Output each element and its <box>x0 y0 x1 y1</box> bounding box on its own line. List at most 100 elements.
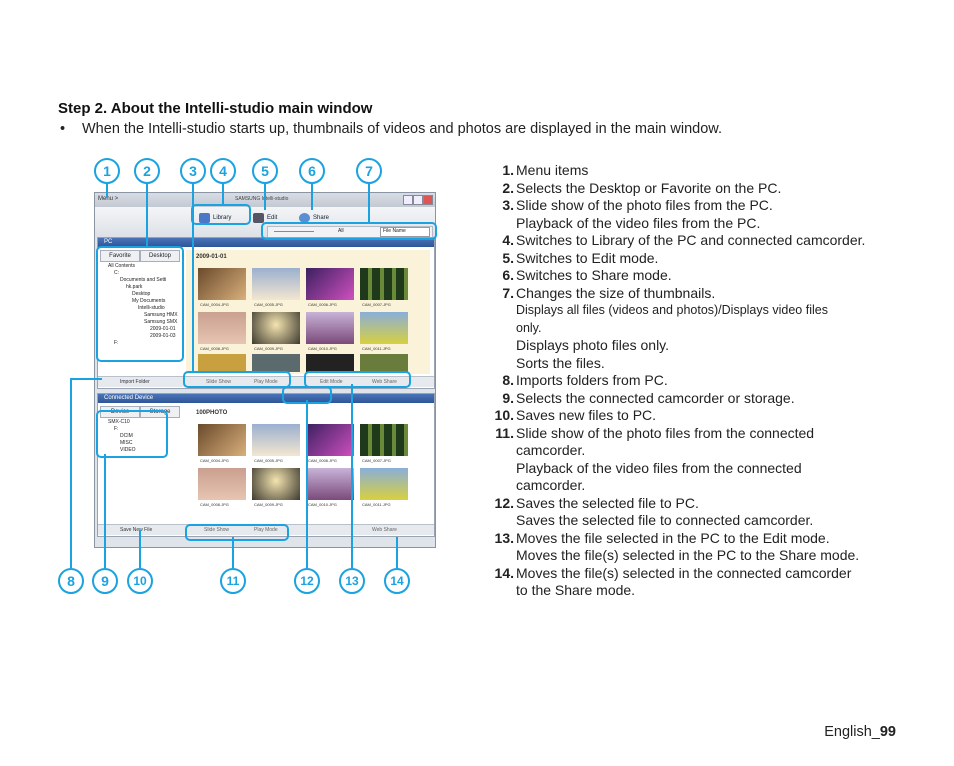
tree-item[interactable]: Samsung SMX <box>144 319 178 325</box>
item-text: Menu items <box>516 162 589 178</box>
thumbnail[interactable] <box>198 268 246 300</box>
slide-show-button[interactable]: Slide Show <box>206 379 232 385</box>
thumbnail[interactable] <box>306 354 354 372</box>
slide-show-button[interactable]: Slide Show <box>204 527 230 533</box>
thumbnail[interactable] <box>360 312 408 344</box>
page-footer: English_99 <box>824 724 896 740</box>
tree-item[interactable]: Desktop <box>132 291 151 297</box>
play-mode-button[interactable]: Play Mode <box>254 379 278 385</box>
thumbnail-caption: CAM_0004.JPG <box>200 302 229 307</box>
tab-edit-label: Edit <box>267 215 278 221</box>
edit-mode-button[interactable]: Edit Mode <box>320 379 343 385</box>
highlight-cam-slideshow <box>185 524 289 541</box>
callout-12: 12 <box>294 568 320 594</box>
pc-panel-title: PC <box>98 238 434 247</box>
item-number: 10. <box>494 407 514 423</box>
leader-line <box>368 180 370 223</box>
callout-1: 1 <box>94 158 120 184</box>
thumbnail[interactable] <box>360 354 408 372</box>
callout-14: 14 <box>384 568 410 594</box>
thumbnail[interactable] <box>306 312 354 344</box>
item-text: Playback of the video files from the PC. <box>516 214 761 231</box>
thumbnail[interactable] <box>360 424 408 456</box>
item-number: 11. <box>495 424 514 441</box>
callout-3: 3 <box>180 158 206 184</box>
sort-select[interactable]: File Name <box>380 227 430 237</box>
save-new-file-button[interactable]: Save New File <box>120 527 153 533</box>
tab-share[interactable]: Share <box>299 211 329 225</box>
size-slider[interactable] <box>274 231 314 232</box>
item-text: camcorder. <box>516 442 586 459</box>
thumbnail[interactable] <box>360 468 408 500</box>
thumbnail[interactable] <box>360 268 408 300</box>
thumbnail[interactable] <box>198 354 246 372</box>
library-icon <box>199 213 210 223</box>
leader-line <box>70 378 102 380</box>
callout-5: 5 <box>252 158 278 184</box>
thumbnail-caption: CAM_0008.JPG <box>200 502 229 507</box>
tree-item[interactable]: 2009-01-01 <box>150 326 176 332</box>
pc-folder-tree: All Contents C: Documents and Setti hk.p… <box>102 263 178 347</box>
item-number: 13. <box>494 529 514 546</box>
tree-item[interactable]: 2009-01-03 <box>150 333 176 339</box>
thumbnail[interactable] <box>306 468 354 500</box>
import-folder-button[interactable]: Import Folder <box>120 379 150 385</box>
maximize-icon[interactable] <box>413 195 423 205</box>
tab-edit[interactable]: Edit <box>253 211 277 225</box>
thumbnail[interactable] <box>198 312 246 344</box>
camcorder-panel: Connected Device Device Storage SMX-C10 … <box>97 393 435 537</box>
callout-10: 10 <box>127 568 153 594</box>
filter-all-button[interactable]: All <box>338 228 344 234</box>
item-number: 12. <box>494 494 514 511</box>
minimize-icon[interactable] <box>403 195 413 205</box>
item-text: Slide show of the photo files from the c… <box>516 424 815 441</box>
thumbnail[interactable] <box>252 312 300 344</box>
thumbnail[interactable] <box>198 468 246 500</box>
thumbnail-caption: CAM_0006.JPG <box>308 302 337 307</box>
tree-item[interactable]: F: <box>114 340 119 346</box>
thumbnail[interactable] <box>198 424 246 456</box>
leader-line <box>396 537 398 568</box>
tree-item[interactable]: Documents and Setti <box>120 277 167 283</box>
tree-item[interactable]: hk.park <box>126 284 143 290</box>
pc-panel: PC Favorite Desktop All Contents C: Docu… <box>97 237 435 389</box>
tab-library[interactable]: Library <box>199 211 231 225</box>
tree-item[interactable]: C: <box>114 270 119 276</box>
item-text: Changes the size of thumbnails. <box>516 284 716 301</box>
tab-desktop[interactable]: Desktop <box>140 250 180 262</box>
thumbnail[interactable] <box>306 268 354 300</box>
bullet-text: When the Intelli-studio starts up, thumb… <box>82 121 722 137</box>
thumbnail[interactable] <box>252 468 300 500</box>
item-text: Saves the selected file to connected cam… <box>516 512 814 529</box>
tree-item[interactable]: F: <box>114 426 119 432</box>
thumbnail[interactable] <box>252 268 300 300</box>
thumbnail-caption: CAM_0008.JPG <box>200 346 229 351</box>
pc-thumbnail-grid: 2009-01-01 CAM_0004.JPG CAM_0005.JPG CAM… <box>186 250 430 374</box>
tree-item[interactable]: Intelli-studio <box>138 305 165 311</box>
tree-item[interactable]: MISC <box>120 440 133 446</box>
web-share-button[interactable]: Web Share <box>372 379 397 385</box>
item-text: to the Share mode. <box>516 582 636 599</box>
tree-item[interactable]: All Contents <box>108 263 135 269</box>
tab-favorite[interactable]: Favorite <box>100 250 140 262</box>
tree-item[interactable]: Samsung HMX <box>144 312 178 318</box>
close-icon[interactable] <box>423 195 433 205</box>
tree-item[interactable]: VIDEO <box>120 447 136 453</box>
web-share-button[interactable]: Web Share <box>372 527 397 533</box>
thumbnail[interactable] <box>252 354 300 372</box>
leader-line <box>104 454 106 568</box>
item-number: 6. <box>502 267 514 283</box>
item-text: Imports folders from PC. <box>516 372 668 388</box>
tree-item[interactable]: SMX-C10 <box>108 419 130 425</box>
tab-storage[interactable]: Storage <box>140 406 180 418</box>
menu-button[interactable]: Menu > <box>98 196 119 202</box>
play-mode-button[interactable]: Play Mode <box>254 527 278 533</box>
thumbnail[interactable] <box>252 424 300 456</box>
callout-2: 2 <box>134 158 160 184</box>
thumbnail[interactable] <box>306 424 354 456</box>
tree-item[interactable]: My Documents <box>132 298 166 304</box>
tree-item[interactable]: DCIM <box>120 433 133 439</box>
camcorder-panel-title: Connected Device <box>98 394 434 403</box>
thumbnail-caption: CAM_0007.JPG <box>362 302 391 307</box>
item-text: Saves new files to PC. <box>516 407 657 423</box>
